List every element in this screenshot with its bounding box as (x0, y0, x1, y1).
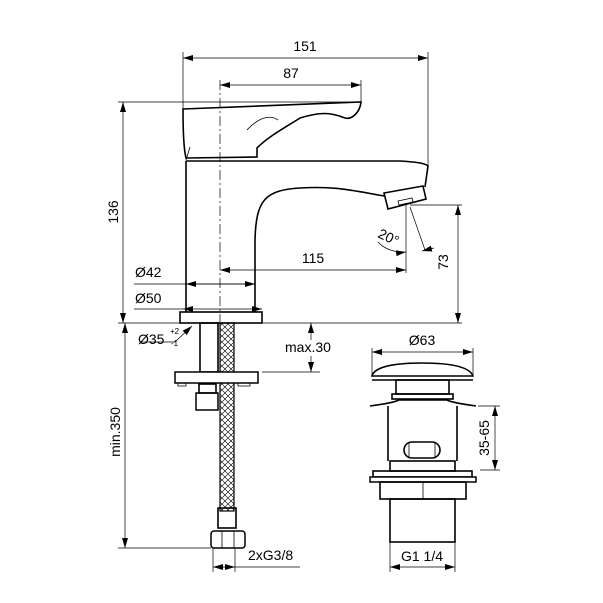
lever-handle (182, 101, 362, 159)
mounting-dimensions: Ø35 +2 -1 max.30 min.350 2xG3/8 (107, 323, 331, 572)
aerator (383, 185, 427, 210)
faucet-dimensions: 151 87 136 115 73 20° Ø42 Ø50 (105, 38, 462, 324)
braided-hose (219, 322, 235, 512)
dim-spout-height: 73 (435, 254, 451, 270)
dim-handle-length: 87 (283, 65, 299, 81)
mounting-drawing (174, 322, 259, 549)
dim-base-diameter: Ø50 (135, 290, 162, 306)
drain-flange (369, 399, 477, 407)
base-plate (179, 311, 263, 324)
threaded-shank (199, 322, 219, 373)
dim-connection: 2xG3/8 (248, 547, 293, 563)
dim-cap-diameter: Ø63 (409, 332, 436, 348)
drain-drawing (369, 362, 477, 543)
faucet-drawing (179, 80, 429, 330)
drain-cap (370, 362, 475, 377)
dim-overall-length: 151 (293, 38, 317, 54)
dim-adjust-range: 35-65 (476, 420, 492, 456)
dim-hose-length: min.350 (107, 407, 123, 457)
lock-nut (195, 392, 219, 411)
hose-nut (210, 530, 246, 549)
drain-thread (389, 498, 456, 543)
hole-tolerance-plus: +2 (170, 327, 180, 336)
dim-spout-reach: 115 (302, 250, 325, 266)
drain-dimensions: Ø63 35-65 G1 1/4 (371, 332, 500, 572)
dim-body-diameter: Ø42 (135, 264, 162, 280)
dim-hole-diameter: Ø35 (138, 331, 165, 347)
mounting-plate (174, 371, 259, 384)
dim-overall-height: 136 (105, 200, 121, 224)
dim-drain-thread: G1 1/4 (401, 548, 443, 564)
dim-aerator-angle: 20° (376, 225, 402, 248)
hose-ferrule (217, 507, 237, 529)
overflow-slot (403, 441, 441, 459)
dim-max-deck-thickness: max.30 (285, 339, 331, 355)
hole-tolerance-minus: -1 (171, 339, 179, 348)
